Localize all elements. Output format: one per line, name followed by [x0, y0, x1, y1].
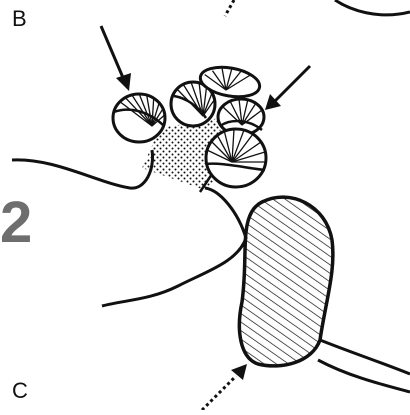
- panel-label-c: C: [12, 380, 28, 402]
- arrow-right: [265, 66, 310, 110]
- dotted-line-top: [225, 0, 234, 16]
- panel-label-b: B: [12, 8, 27, 30]
- lamellar-body-1: [113, 91, 168, 142]
- cell-outline-left: [12, 150, 153, 188]
- hatched-cell: [239, 197, 333, 366]
- figure-number: 2: [0, 194, 32, 252]
- dotted-arrow: [202, 364, 247, 410]
- arrow-left: [101, 26, 131, 91]
- cell-outline-lower: [102, 188, 246, 306]
- cell-outline-top-right: [335, 0, 410, 15]
- lamellar-body-5: [206, 129, 266, 187]
- cell-process-lower: [318, 360, 410, 392]
